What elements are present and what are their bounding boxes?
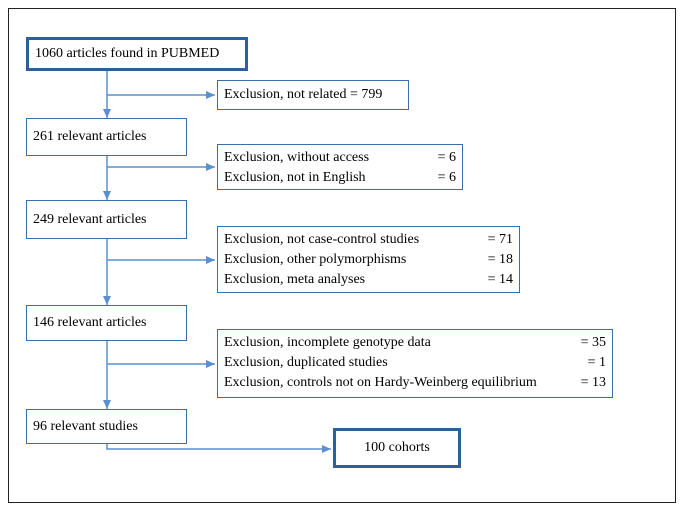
step-box-5: 96 relevant studies: [26, 409, 187, 444]
step-label-3: 249 relevant articles: [33, 211, 147, 227]
step-box-2: 261 relevant articles: [26, 118, 187, 156]
exclusion-row: Exclusion, controls not on Hardy-Weinber…: [224, 373, 606, 393]
exclusion-2-row-2-label: Exclusion, not in English: [224, 170, 366, 185]
step-label-5: 96 relevant studies: [33, 418, 138, 434]
step-label-2: 261 relevant articles: [33, 129, 147, 144]
exclusion-4-row-1-label: Exclusion, incomplete genotype data: [224, 335, 431, 350]
arrow-to-result: [106, 444, 331, 453]
result-box: 100 cohorts: [333, 428, 461, 468]
step-box-4: 146 relevant articles: [26, 305, 187, 341]
exclusion-3-row-3-label: Exclusion, meta analyses: [224, 272, 366, 287]
exclusion-row: Exclusion, not case-control studies = 71: [224, 230, 513, 250]
exclusion-row: Exclusion, meta analyses = 14: [224, 270, 513, 290]
exclusion-4-row-3-value: = 13: [580, 375, 606, 390]
step-box-3: 249 relevant articles: [26, 200, 187, 239]
exclusion-row: Exclusion, duplicated studies = 1: [224, 353, 606, 373]
step-label-1: 1060 articles found in PUBMED: [35, 46, 220, 61]
exclusion-box-3: Exclusion, not case-control studies = 71…: [217, 226, 520, 293]
exclusion-3-row-3-value: = 14: [487, 272, 513, 287]
exclusion-3-row-1-label: Exclusion, not case-control studies: [224, 232, 420, 247]
exclusion-4-row-3-label: Exclusion, controls not on Hardy-Weinber…: [224, 375, 537, 390]
exclusion-3-row-1-value: = 71: [487, 232, 513, 247]
step-box-1: 1060 articles found in PUBMED: [26, 37, 248, 71]
exclusion-row: Exclusion, incomplete genotype data = 35: [224, 333, 606, 353]
exclusion-row: Exclusion, without access = 6: [224, 148, 456, 168]
exclusion-box-2: Exclusion, without access = 6 Exclusion,…: [217, 144, 463, 190]
exclusion-2-row-1-value: = 6: [437, 150, 456, 165]
exclusion-box-1: Exclusion, not related = 799: [217, 80, 409, 110]
exclusion-row: Exclusion, not in English = 6: [224, 168, 456, 188]
exclusion-3-row-2-value: = 18: [487, 252, 513, 267]
exclusion-4-row-2-value: = 1: [587, 355, 606, 370]
figure-frame: [8, 8, 676, 503]
exclusion-2-row-2-value: = 6: [437, 170, 456, 185]
exclusion-1-row-1-label: Exclusion, not related = 799: [224, 87, 383, 102]
exclusion-4-row-1-value: = 35: [580, 335, 606, 350]
exclusion-row: Exclusion, other polymorphisms = 18: [224, 250, 513, 270]
exclusion-box-4: Exclusion, incomplete genotype data = 35…: [217, 329, 613, 398]
exclusion-2-row-1-label: Exclusion, without access: [224, 150, 370, 165]
step-label-4: 146 relevant articles: [33, 315, 147, 330]
exclusion-4-row-2-label: Exclusion, duplicated studies: [224, 355, 388, 370]
exclusion-3-row-2-label: Exclusion, other polymorphisms: [224, 252, 407, 267]
result-label: 100 cohorts: [364, 440, 430, 455]
